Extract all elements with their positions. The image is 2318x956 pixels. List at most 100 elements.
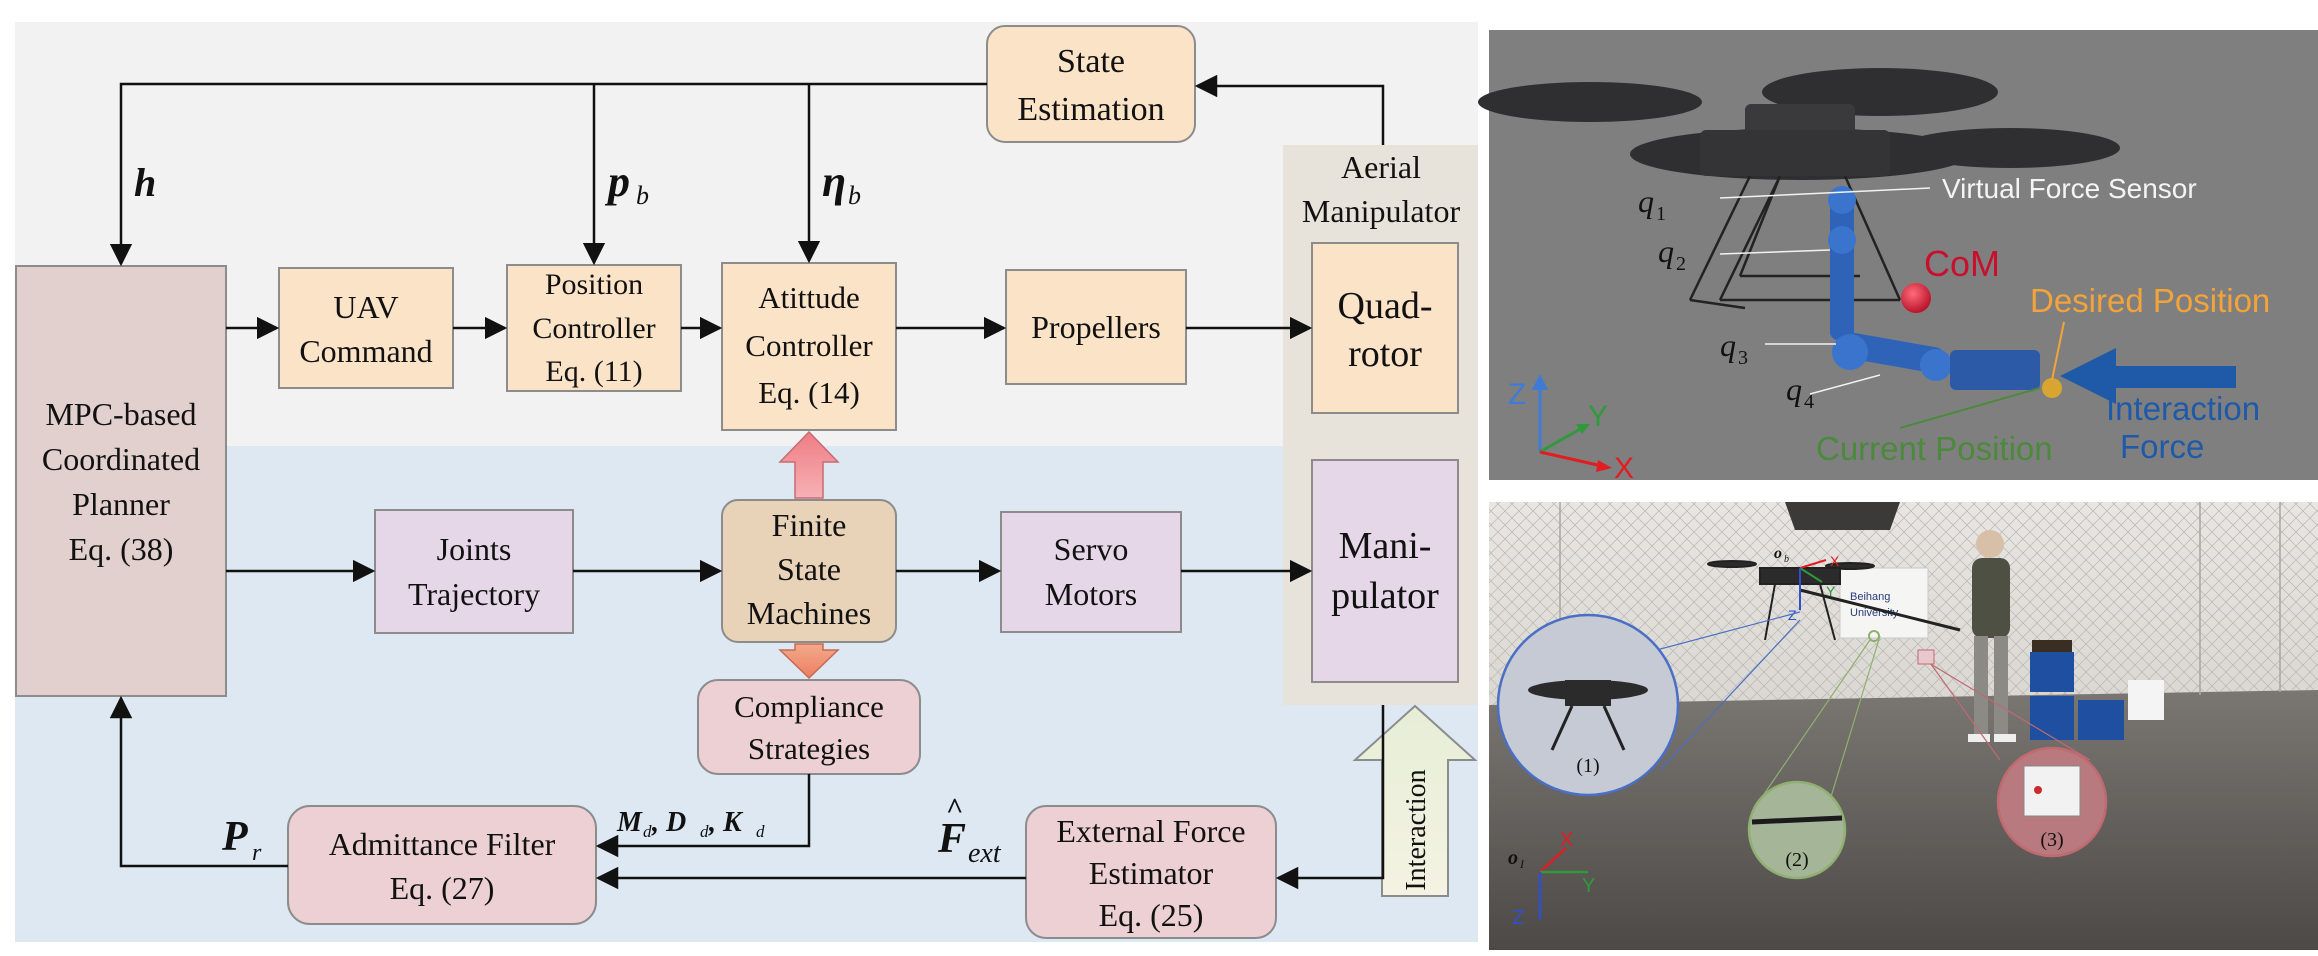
world-axis-x: X xyxy=(1560,829,1573,851)
desired-position-label: Desired Position xyxy=(2030,282,2270,319)
fsm-to-compliance-arrow xyxy=(778,643,840,680)
attitude-controller-line3: Eq. (14) xyxy=(758,375,860,410)
control-block-diagram: Aerial Manipulator State Estimation MPC-… xyxy=(15,22,1478,942)
compliance-line1: Compliance xyxy=(734,689,884,724)
world-frame-label: o xyxy=(1508,847,1518,869)
manipulator-line2: pulator xyxy=(1331,575,1439,617)
signal-d: , D xyxy=(651,807,686,838)
mpc-planner-line3: Planner xyxy=(72,486,170,522)
q1-sub: 1 xyxy=(1656,203,1666,225)
efe-line2: Estimator xyxy=(1089,855,1214,891)
banner-line2: University xyxy=(1850,607,1899,619)
body-frame-sub: b xyxy=(1784,554,1789,565)
admittance-line1: Admittance Filter xyxy=(329,826,556,862)
sim-leader-lines xyxy=(1719,187,1931,395)
zoom-circle-2: (2) xyxy=(1747,780,1847,880)
sim-axis-x: X xyxy=(1614,452,1634,485)
operator-figure xyxy=(1968,530,2016,742)
attitude-controller-line1: Atittude xyxy=(758,280,860,315)
q3-label: q xyxy=(1720,327,1736,363)
uav-command-block: UAV Command xyxy=(278,267,454,389)
mpc-planner-block: MPC-based Coordinated Planner Eq. (38) xyxy=(15,265,227,697)
signal-pr-sub: r xyxy=(252,840,262,866)
joints-trajectory-line2: Trajectory xyxy=(408,576,540,612)
state-estimation-line2: Estimation xyxy=(1017,91,1164,128)
servo-motors-block: Servo Motors xyxy=(1000,511,1182,633)
signal-eta-sub: b xyxy=(848,181,861,210)
signal-fext-f: F xyxy=(937,816,966,862)
propellers-label: Propellers xyxy=(1031,309,1161,345)
servo-motors-line1: Servo xyxy=(1054,531,1129,567)
state-estimation-block: State Estimation xyxy=(986,25,1196,143)
current-position-label: Current Position xyxy=(1816,430,2053,467)
position-controller-line2: Controller xyxy=(532,312,655,345)
callout-lines xyxy=(1599,611,2091,801)
world-frame-sub: I xyxy=(1519,857,1525,871)
fsm-to-attitude-arrow xyxy=(778,430,840,499)
admittance-filter-block: Admittance Filter Eq. (27) xyxy=(287,805,597,925)
fsm-line3: Machines xyxy=(747,595,871,631)
storage-boxes xyxy=(2030,640,2164,740)
experiment-photo-panel: Beihang University xyxy=(1489,502,2318,950)
joints-trajectory-block: Joints Trajectory xyxy=(374,509,574,634)
zoom-label-2: (2) xyxy=(1785,849,1808,871)
manipulator-line1: Mani- xyxy=(1339,525,1432,567)
q4-label: q xyxy=(1786,371,1802,407)
signal-d-sub: d xyxy=(700,822,709,841)
interaction-force-label-line2: Force xyxy=(2120,428,2204,465)
manipulator-arm xyxy=(1828,186,2062,398)
q3-sub: 3 xyxy=(1738,347,1748,369)
mpc-planner-line4: Eq. (38) xyxy=(69,531,174,567)
fsm-line2: State xyxy=(777,551,841,587)
simulation-panel: q 1 q 2 q 3 q 4 Virtual Force Sensor CoM… xyxy=(1478,30,2318,485)
uav-command-line2: Command xyxy=(299,333,432,369)
interaction-label: Interaction xyxy=(1401,769,1432,890)
signal-k-sub: d xyxy=(756,822,765,841)
banner-line1: Beihang xyxy=(1850,591,1890,603)
q2-label: q xyxy=(1658,233,1674,269)
external-force-estimator-block: External Force Estimator Eq. (25) xyxy=(1025,805,1277,939)
university-banner: Beihang University xyxy=(1839,567,1929,639)
signal-k: , K xyxy=(708,807,744,838)
body-axis-z: Z xyxy=(1788,607,1797,623)
compliance-line2: Strategies xyxy=(748,731,870,766)
propellers-block: Propellers xyxy=(1005,269,1187,385)
efe-line1: External Force xyxy=(1056,813,1245,849)
efe-line3: Eq. (25) xyxy=(1099,897,1204,933)
signal-fext: ^ F ext xyxy=(937,792,1002,869)
aerial-manipulator-title-line2: Manipulator xyxy=(1302,193,1461,229)
signal-pb: p xyxy=(604,157,630,206)
desired-position-leader xyxy=(2051,321,2065,381)
current-position-leader xyxy=(1899,387,2041,429)
compliance-strategies-block: Compliance Strategies xyxy=(697,679,921,775)
world-axis-y: Y xyxy=(1582,875,1595,897)
signal-pr: P xyxy=(221,814,248,860)
interaction-arrow: Interaction xyxy=(1352,704,1478,897)
signal-pb-sub: b xyxy=(636,181,649,210)
com-label: CoM xyxy=(1924,243,2000,284)
signal-mdk: M d , D d , K d xyxy=(616,807,765,841)
fsm-line1: Finite xyxy=(772,507,847,543)
position-controller-block: Position Controller Eq. (11) xyxy=(506,264,682,392)
manipulator-block: Mani- pulator xyxy=(1311,459,1459,683)
position-controller-line1: Position xyxy=(545,268,643,301)
diagram-connectors xyxy=(109,74,1385,890)
interaction-force-label-line1: Interaction xyxy=(2106,390,2260,427)
world-axis-z: Z xyxy=(1512,907,1524,929)
body-axis-x: X xyxy=(1830,553,1840,569)
signal-fext-hat: ^ xyxy=(946,792,963,825)
admittance-line2: Eq. (27) xyxy=(390,870,495,906)
quadrotor-line2: rotor xyxy=(1348,333,1422,375)
body-axis-y: Y xyxy=(1826,583,1836,599)
drone-rotors xyxy=(1478,68,2120,180)
uav-command-line1: UAV xyxy=(333,289,398,325)
mpc-planner-line2: Coordinated xyxy=(42,441,200,477)
q-labels: q 1 q 2 q 3 q 4 xyxy=(1638,183,1814,413)
signal-h: h xyxy=(134,160,156,205)
zoom-label-1: (1) xyxy=(1576,755,1599,777)
q4-sub: 4 xyxy=(1804,391,1814,413)
signal-eta: η xyxy=(822,157,846,206)
zoom-label-3: (3) xyxy=(2040,829,2063,851)
interaction-force-arrow xyxy=(2060,348,2236,404)
attitude-controller-line2: Controller xyxy=(745,328,873,363)
